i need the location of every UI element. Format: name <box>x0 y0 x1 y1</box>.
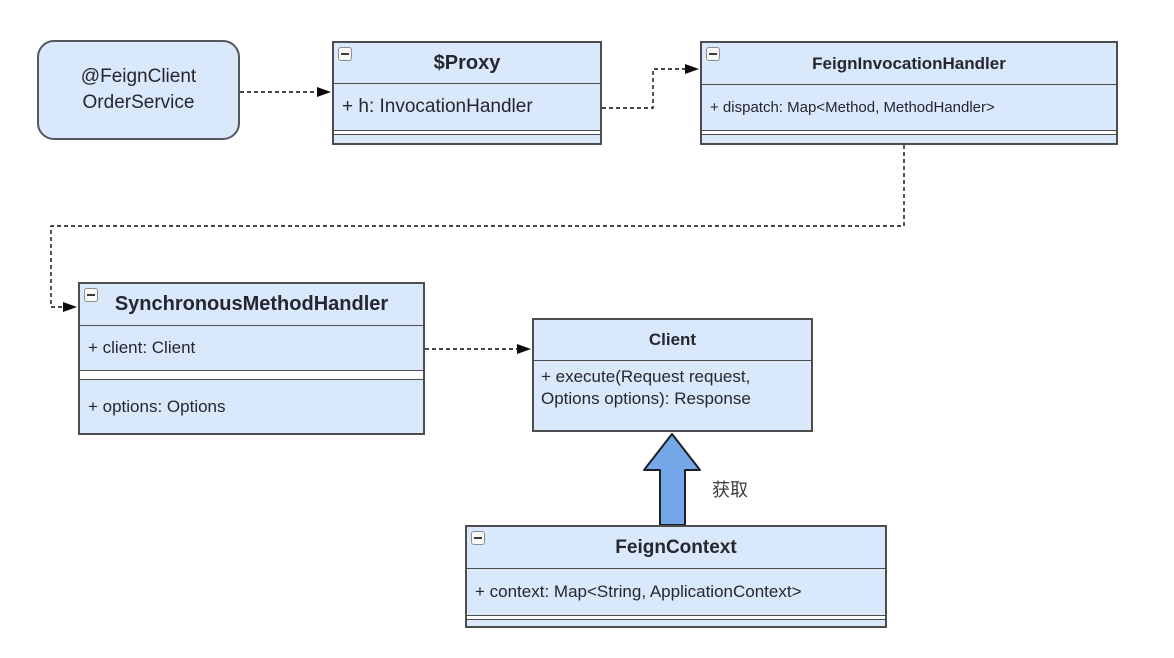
minus-glyph <box>341 53 349 55</box>
class-title: FeignInvocationHandler <box>812 53 1006 73</box>
empty-compartment <box>334 131 600 135</box>
edge-proxy-to-feigninvocationhandler <box>602 68 686 109</box>
class-feigncontext: FeignContext + context: Map<String, Appl… <box>465 525 887 628</box>
class-title: FeignContext <box>615 536 737 558</box>
method-line: + execute(Request request, <box>541 367 751 386</box>
collapse-icon[interactable] <box>84 288 98 302</box>
feigncontext-to-client-arrow <box>643 433 701 526</box>
class-client: Client + execute(Request request, Option… <box>532 318 813 432</box>
minus-glyph <box>709 53 717 55</box>
class-attribute: + context: Map<String, ApplicationContex… <box>467 569 885 616</box>
class-feigninvocationhandler: FeignInvocationHandler + dispatch: Map<M… <box>700 41 1118 145</box>
class-synchronousmethodhandler: SynchronousMethodHandler + client: Clien… <box>78 282 425 435</box>
empty-compartment <box>702 135 1116 143</box>
class-proxy: $Proxy + h: InvocationHandler <box>332 41 602 145</box>
annotation-line: @FeignClient <box>80 66 197 88</box>
arrowhead-to-feigninvocationhandler <box>685 64 699 74</box>
collapse-icon[interactable] <box>706 47 720 61</box>
class-method: + execute(Request request, Options optio… <box>534 361 811 430</box>
class-title: SynchronousMethodHandler <box>114 293 389 315</box>
edge-label-get: 获取 <box>712 480 748 500</box>
annotation-line: OrderService <box>82 92 195 113</box>
edge-feigninvocationhandler-to-synchronousmethodhandler <box>50 145 905 308</box>
arrowhead-to-client <box>517 344 531 354</box>
class-attribute: + options: Options <box>88 396 226 416</box>
compartment-divider <box>80 371 423 380</box>
class-feigninvocationhandler-titlebar: FeignInvocationHandler <box>702 43 1116 85</box>
arrowhead-to-proxy <box>317 87 331 97</box>
empty-compartment <box>467 616 885 620</box>
class-client-titlebar: Client <box>534 320 811 361</box>
collapse-icon[interactable] <box>471 531 485 545</box>
empty-compartment <box>467 620 885 626</box>
method-line: Options options): Response <box>541 389 751 409</box>
minus-glyph <box>474 537 482 539</box>
class-attribute: + dispatch: Map<Method, MethodHandler> <box>702 85 1116 131</box>
class-feigncontext-titlebar: FeignContext <box>467 527 885 569</box>
class-attribute: + client: Client <box>80 326 423 371</box>
class-synchronousmethodhandler-titlebar: SynchronousMethodHandler <box>80 284 423 326</box>
node-feignclient-orderservice: @FeignClient OrderService <box>37 40 240 140</box>
collapse-icon[interactable] <box>338 47 352 61</box>
arrowhead-to-synchronousmethodhandler <box>63 302 77 312</box>
class-proxy-titlebar: $Proxy <box>334 43 600 84</box>
empty-compartment <box>334 135 600 143</box>
class-title: $Proxy <box>433 51 501 74</box>
class-title: Client <box>648 330 697 349</box>
empty-compartment <box>702 131 1116 135</box>
minus-glyph <box>87 294 95 296</box>
class-attribute: + h: InvocationHandler <box>334 84 600 131</box>
